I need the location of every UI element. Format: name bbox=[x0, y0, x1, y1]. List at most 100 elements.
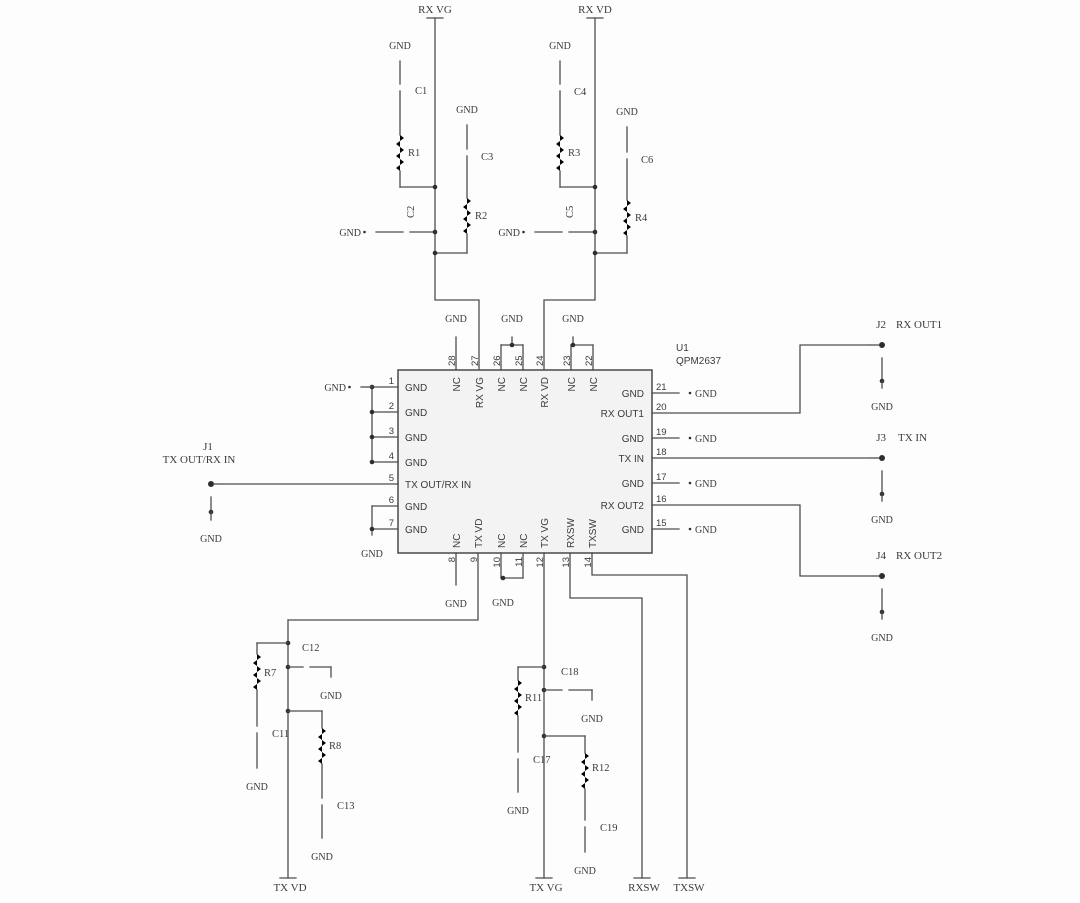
ref-r8: R8 bbox=[329, 741, 341, 752]
ref-c5: C5 bbox=[565, 206, 576, 218]
pin-number: 18 bbox=[656, 447, 667, 458]
pin-name: NC bbox=[519, 377, 530, 391]
ref-c4: C4 bbox=[574, 87, 587, 98]
j2-refdes: J2 bbox=[876, 319, 886, 331]
gnd-side-earth-icon bbox=[679, 475, 687, 491]
pin-number: 12 bbox=[535, 557, 546, 568]
gnd-label: GND bbox=[324, 383, 346, 394]
ic-left-pin-numbers: 1 2 3 4 5 6 7 bbox=[389, 376, 394, 529]
net-label-tx-vg: TX VG bbox=[529, 882, 562, 894]
pin-number: 6 bbox=[389, 495, 394, 506]
gnd-earth-icon bbox=[248, 768, 266, 776]
pin-name: GND bbox=[622, 389, 644, 400]
pin-number: 16 bbox=[656, 494, 667, 505]
pin-name: GND bbox=[405, 525, 427, 536]
net-label-txsw: TXSW bbox=[673, 882, 705, 894]
pin-name: NC bbox=[452, 534, 463, 548]
ref-c1: C1 bbox=[415, 86, 427, 97]
pin-number: 7 bbox=[389, 518, 394, 529]
gnd-label: GND bbox=[389, 41, 411, 52]
pin-number: 14 bbox=[583, 557, 594, 568]
pin-name: RXSW bbox=[566, 517, 577, 548]
ic-right-pin-numbers: 21 20 19 18 17 16 15 bbox=[656, 382, 667, 529]
capacitor-c5 bbox=[562, 221, 569, 243]
gnd-label: GND bbox=[507, 806, 529, 817]
net-label-rx-vg: RX VG bbox=[418, 4, 452, 16]
rx-vg-rail-wires bbox=[363, 17, 480, 371]
ic-u1-body bbox=[397, 369, 653, 554]
pin-number: 26 bbox=[492, 355, 503, 366]
gnd-label: GND bbox=[616, 107, 638, 118]
gnd-side-earth-icon bbox=[527, 224, 535, 240]
pin-number: 11 bbox=[514, 557, 525, 567]
gnd-label: GND bbox=[695, 389, 717, 400]
pin-name: TX OUT/RX IN bbox=[405, 480, 471, 491]
ic-top-pin-names: NC RX VG NC NC RX VD NC NC bbox=[452, 377, 600, 408]
pin-name: RX OUT1 bbox=[601, 409, 645, 420]
pin-name: NC bbox=[497, 377, 508, 391]
gnd-label: GND bbox=[361, 549, 383, 560]
ref-r11: R11 bbox=[525, 693, 542, 704]
gnd-label: GND bbox=[871, 633, 893, 644]
gnd-label: GND bbox=[695, 525, 717, 536]
tx-vd-subcircuit-wires bbox=[244, 619, 340, 879]
rx-vd-rail-wires bbox=[522, 17, 640, 371]
pin-name: NC bbox=[567, 377, 578, 391]
gnd-earth-icon bbox=[873, 619, 891, 627]
gnd-earth-icon bbox=[873, 388, 891, 396]
j3-refdes: J3 bbox=[876, 432, 886, 444]
gnd-label: GND bbox=[871, 402, 893, 413]
resistor-r12 bbox=[581, 753, 589, 789]
resistor-r1 bbox=[396, 135, 404, 171]
j4-name: RX OUT2 bbox=[896, 550, 942, 562]
gnd-side-earth-icon bbox=[679, 385, 687, 401]
resistor-r8 bbox=[318, 728, 326, 764]
net-label-tx-vd: TX VD bbox=[273, 882, 306, 894]
ic-top-pin-wires bbox=[447, 329, 594, 371]
ic-bottom-pin-wires bbox=[287, 552, 696, 879]
gnd-label: GND bbox=[581, 714, 603, 725]
j1-name: TX OUT/RX IN bbox=[163, 454, 236, 466]
pin-number: 1 bbox=[389, 376, 394, 387]
ref-r4: R4 bbox=[635, 213, 648, 224]
capacitor-c6 bbox=[614, 152, 640, 159]
ic-right-pin-names: GND RX OUT1 GND TX IN GND RX OUT2 GND bbox=[601, 389, 645, 536]
gnd-earth-icon bbox=[583, 700, 601, 708]
ic-refdes: U1 bbox=[676, 343, 689, 354]
ref-c2: C2 bbox=[406, 206, 417, 218]
connector-j4 bbox=[869, 573, 891, 627]
pin-number: 23 bbox=[562, 355, 573, 366]
capacitor-c17 bbox=[505, 752, 531, 759]
j2-name: RX OUT1 bbox=[896, 319, 942, 331]
net-label-rxsw: RXSW bbox=[628, 882, 660, 894]
capacitor-c13 bbox=[309, 798, 335, 805]
ic-left-pin-names: GND GND GND GND TX OUT/RX IN GND GND bbox=[405, 383, 471, 536]
pin-name: GND bbox=[405, 433, 427, 444]
capacitor-c19 bbox=[572, 820, 598, 827]
ic-bottom-pin-names: NC TX VD NC NC TX VG RXSW TXSW bbox=[452, 517, 599, 548]
pin-number: 10 bbox=[492, 557, 503, 568]
capacitor-c4 bbox=[547, 84, 573, 91]
gnd-earth-icon bbox=[322, 677, 340, 685]
pin-number: 4 bbox=[389, 451, 394, 462]
resistor-r3 bbox=[556, 135, 564, 171]
pin-number: 5 bbox=[389, 473, 394, 484]
ref-r3: R3 bbox=[568, 148, 580, 159]
pin-number: 21 bbox=[656, 382, 667, 393]
gnd-label: GND bbox=[562, 314, 584, 325]
pin-number: 3 bbox=[389, 426, 394, 437]
pin-number: 17 bbox=[656, 472, 667, 483]
gnd-earth-icon bbox=[551, 53, 569, 61]
gnd-label: GND bbox=[574, 866, 596, 877]
gnd-label: GND bbox=[456, 105, 478, 116]
gnd-earth-icon bbox=[458, 117, 476, 125]
gnd-earth-icon bbox=[564, 329, 582, 337]
gnd-earth-icon bbox=[576, 852, 594, 860]
gnd-label: GND bbox=[311, 852, 333, 863]
j3-name: TX IN bbox=[898, 432, 927, 444]
ic-bottom-pin-numbers: 8 9 10 11 12 13 14 bbox=[447, 557, 594, 568]
ref-c19: C19 bbox=[600, 823, 618, 834]
gnd-label: GND bbox=[871, 515, 893, 526]
